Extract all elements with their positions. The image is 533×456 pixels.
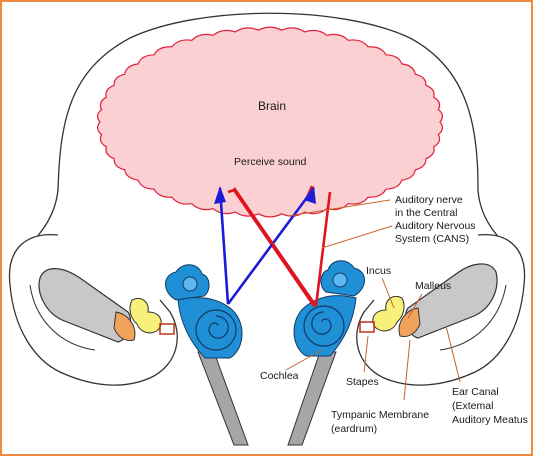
perceive-sound-label: Perceive sound (234, 156, 307, 168)
auditory-nerve-label-line4: System (CANS) (395, 233, 469, 245)
left-nerve-bundle (198, 352, 248, 445)
tympanic-label-line2: (eardrum) (331, 423, 377, 435)
malleus-label: Malleus (415, 280, 451, 292)
brain-label: Brain (258, 99, 286, 113)
auditory-nerve-label-line2: in the Central (395, 207, 457, 219)
ear-canal-label-line1: Ear Canal (452, 386, 499, 398)
left-to-right-nerve-red (216, 305, 316, 308)
ear-canal-label-line3: Auditory Meatus (452, 414, 528, 426)
leader-auditory-nerve-2 (322, 226, 392, 248)
auditory-nerve-label-line3: Auditory Nervous (395, 220, 476, 232)
right-cochlea (294, 261, 365, 356)
incus-label: Incus (366, 265, 391, 277)
tympanic-label-line1: Tympanic Membrane (331, 409, 429, 421)
cochlea-label: Cochlea (260, 370, 299, 382)
auditory-nerve-label-line1: Auditory nerve (395, 194, 463, 206)
brain-cloud (98, 27, 443, 217)
stapes-label: Stapes (346, 376, 379, 388)
right-nerve-bundle (288, 352, 336, 445)
ear-canal-label-line2: (Extemal (452, 400, 493, 412)
